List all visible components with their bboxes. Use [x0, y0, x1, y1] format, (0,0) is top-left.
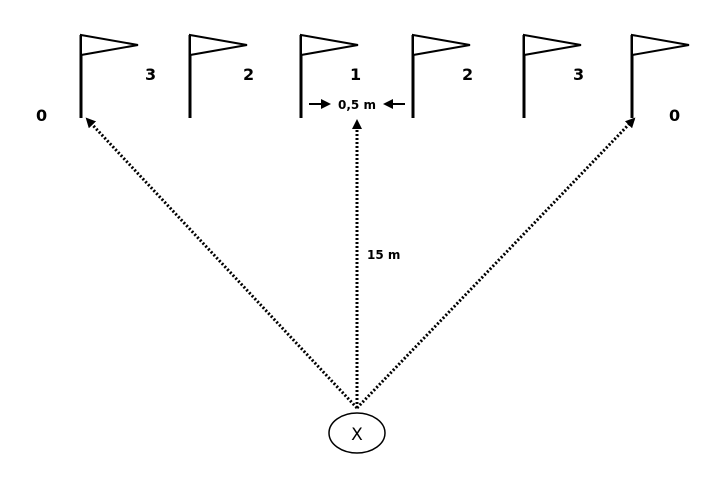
flag-2 [188, 33, 248, 118]
zone-score-label: 1 [350, 65, 361, 84]
outside-score-right: 0 [669, 106, 680, 125]
start-position-label: X [351, 425, 363, 445]
zone-score-label: 3 [145, 65, 156, 84]
flag-4 [411, 33, 471, 118]
zone-score-label: 2 [462, 65, 473, 84]
flag-5 [522, 33, 582, 118]
dotted-line-left [85, 117, 359, 410]
zone-score-label: 3 [573, 65, 584, 84]
dotted-line-right [355, 117, 636, 410]
distance-label: 15 m [367, 248, 400, 262]
flag-1 [79, 33, 139, 118]
gap-measurement-label: 0,5 m [338, 98, 376, 112]
flag-3 [299, 33, 359, 118]
start-position-ellipse [328, 412, 386, 454]
zone-score-label: 2 [243, 65, 254, 84]
outside-score-left: 0 [36, 106, 47, 125]
flag-6 [630, 33, 690, 118]
